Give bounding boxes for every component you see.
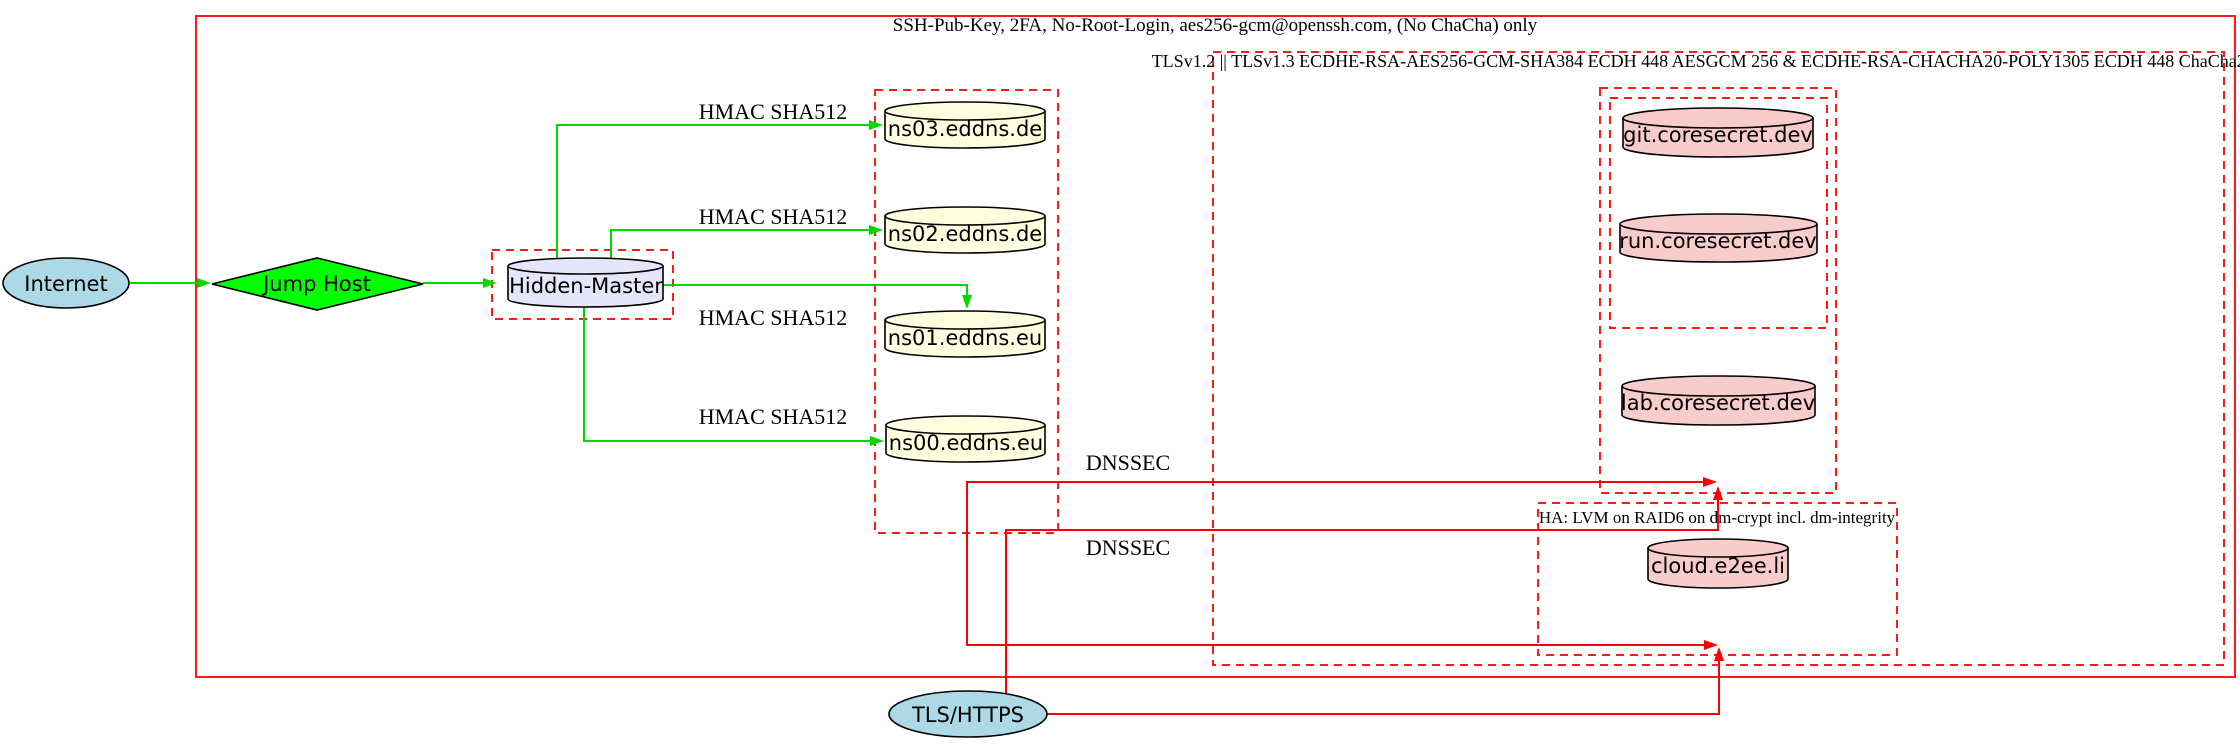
lab-cylinder-rim	[1621, 385, 1816, 397]
run-cylinder	[1619, 213, 1818, 263]
cluster-boxes	[195, 15, 2236, 678]
green-edges	[129, 124, 968, 442]
ns03-label: ns03.eddns.de	[888, 117, 1042, 141]
git-cylinder-rim	[1622, 117, 1814, 129]
tls-https-label: TLS/HTTPS	[911, 703, 1024, 727]
ns02-label: ns02.eddns.de	[888, 222, 1042, 246]
edge-label-dnssec-2: DNSSEC	[1086, 535, 1170, 560]
arrowhead-ns03	[869, 120, 883, 130]
node-run: run.coresecret.dev	[1619, 213, 1818, 263]
ns00-cylinder	[885, 415, 1046, 463]
edge-hiddenmaster-to-ns01	[663, 284, 968, 296]
cluster-ssh-hardening-box	[195, 15, 2236, 678]
arrowhead-ns02	[869, 225, 883, 235]
edge-hiddenmaster-to-ns02	[610, 229, 870, 259]
ns01-cylinder-rim	[884, 319, 1046, 330]
cloud-cylinder	[1647, 538, 1789, 589]
ns00-cylinder-rim	[885, 424, 1046, 435]
ns03-cylinder-rim	[884, 110, 1046, 121]
internet-label: Internet	[24, 272, 107, 296]
node-hidden-master: Hidden-Master	[507, 257, 664, 308]
node-ns01: ns01.eddns.eu	[884, 310, 1046, 358]
cluster-ssh-hardening-label: SSH-Pub-Key, 2FA, No-Root-Login, aes256-…	[893, 15, 1538, 36]
edge-label-dnssec-1: DNSSEC	[1086, 450, 1170, 475]
jump-host-diamond	[211, 257, 424, 311]
node-ns00: ns00.eddns.eu	[885, 415, 1046, 463]
run-label: run.coresecret.dev	[1619, 229, 1817, 253]
edge-label-hmac-ns02: HMAC SHA512	[699, 204, 848, 229]
arrowhead-ha-from-left	[1704, 640, 1718, 650]
edge-tlshttps-top-to-coresecret	[1005, 499, 1719, 694]
cloud-cylinder-rim	[1647, 547, 1789, 558]
cloud-label: cloud.e2ee.li	[1651, 554, 1785, 578]
node-cloud: cloud.e2ee.li	[1647, 538, 1789, 589]
edge-hiddenmaster-to-ns00	[583, 306, 871, 442]
arrowhead-ns01	[962, 295, 972, 309]
node-tls-https: TLS/HTTPS	[888, 690, 1048, 738]
edge-dnssec-paths	[966, 481, 1705, 646]
internet-ellipse	[2, 257, 130, 309]
ns00-label: ns00.eddns.eu	[889, 431, 1043, 455]
node-ns03: ns03.eddns.de	[884, 101, 1046, 149]
red-arrowheads	[1703, 477, 1724, 661]
git-label: git.coresecret.dev	[1623, 123, 1813, 147]
ns02-cylinder	[884, 206, 1046, 254]
arrowhead-coresecret-from-below	[1713, 486, 1723, 500]
ns02-cylinder-rim	[884, 215, 1046, 226]
node-jump-host: Jump Host	[211, 257, 424, 311]
ns03-cylinder	[884, 101, 1046, 149]
arrowhead-coresecret-from-left	[1703, 477, 1717, 487]
arrowhead-jumphost	[197, 278, 211, 288]
hidden-master-cylinder	[507, 257, 664, 308]
hidden-master-label: Hidden-Master	[509, 274, 663, 298]
lab-cylinder	[1621, 375, 1816, 426]
edge-label-hmac-ns00: HMAC SHA512	[699, 404, 848, 429]
jump-host-label: Jump Host	[261, 272, 371, 296]
cluster-tls-label: TLSv1.2 || TLSv1.3 ECDHE-RSA-AES256-GCM-…	[1152, 51, 2240, 71]
edge-tlshttps-right-to-ha	[1047, 660, 1720, 715]
lab-label: lab.coresecret.dev	[1621, 391, 1815, 415]
run-cylinder-rim	[1619, 223, 1818, 235]
arrowhead-hiddenmaster	[483, 278, 497, 288]
edge-label-hmac-ns01: HMAC SHA512	[699, 305, 848, 330]
ns01-cylinder	[884, 310, 1046, 358]
edge-label-hmac-ns03: HMAC SHA512	[699, 99, 848, 124]
ns01-label: ns01.eddns.eu	[888, 326, 1042, 350]
git-cylinder	[1622, 107, 1814, 158]
node-ns02: ns02.eddns.de	[884, 206, 1046, 254]
hidden-master-cylinder-rim	[507, 265, 664, 275]
red-edges	[966, 481, 1720, 715]
edge-hiddenmaster-to-ns03	[556, 124, 870, 259]
arrowhead-ha-from-below	[1714, 647, 1724, 661]
tls-https-ellipse	[888, 690, 1048, 738]
node-git: git.coresecret.dev	[1622, 107, 1814, 158]
node-internet: Internet	[2, 257, 130, 309]
node-lab: lab.coresecret.dev	[1621, 375, 1816, 426]
arrowhead-ns00	[870, 436, 884, 446]
green-arrowheads	[197, 120, 972, 446]
